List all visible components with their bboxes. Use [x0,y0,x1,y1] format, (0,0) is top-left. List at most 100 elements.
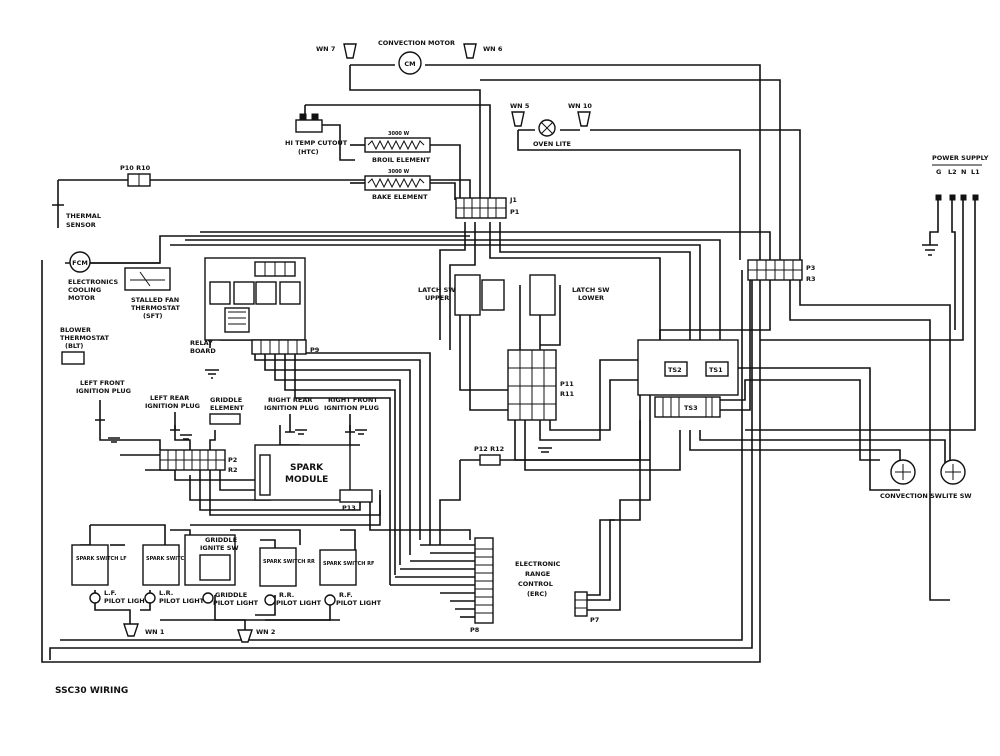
blt-symbol [61,351,85,365]
griddle-ignite-inner [199,554,231,581]
pilot-light-icon [264,594,276,606]
lf-plug-label-1: LEFT FRONT [80,379,125,387]
lf-plug-label-2: IGNITION PLUG [76,387,131,395]
ps-l1-label: L1 [971,168,980,176]
p10r10-label: P10 R10 [120,164,151,172]
lf-pilot-label-2: PILOT LIGHT [104,597,150,605]
rf-pilot-label-1: R.F. [339,591,353,599]
blower-label-1: BLOWER [60,326,91,334]
lr-plug-label-1: LEFT REAR [150,394,189,402]
spark-switch-lf-box [71,544,109,586]
pilot-light-icon [89,592,101,604]
thermal-sensor-group: P10 R10 THERMAL SENSOR [52,164,151,229]
ps-l2-label: L2 [948,168,957,176]
r3-label: R3 [806,275,816,283]
ts2-label: TS2 [668,366,682,374]
lr-pilot-label-2: PILOT LIGHT [159,597,205,605]
griddle-pilot-label-2: PILOT LIGHT [213,599,259,607]
p12-r12-connector [479,454,501,466]
j1-label: J1 [509,196,517,204]
spark-switch-lr-label: SPARK SWITCH LR [146,556,197,562]
stalled-fan-label-3: (SFT) [143,312,163,320]
p9-connector: P9 [251,339,320,355]
terminal-strip-group: TS2 TS1 TS3 [637,339,739,418]
lr-plug-label-2: IGNITION PLUG [145,402,200,410]
stalled-fan-thermostat-group: STALLED FAN THERMOSTAT (SFT) [124,267,180,320]
spark-switch-lr-box [142,544,180,586]
p2-r2-connector: P2 R2 [159,449,238,474]
ground-icon [355,429,367,435]
spark-switch-rr-box [259,547,297,587]
rf-plug-label-1: RIGHT FRONT [328,396,378,404]
electronics-label-2: COOLING [68,286,101,294]
cm-label: CM [404,60,415,68]
spark-switch-lr: SPARK SWITCH LR [142,544,197,586]
lite-sw-label: LITE SW [942,492,972,500]
p12r12-label: P12 R12 [474,445,504,453]
p13-block [339,489,373,503]
wire-nut-wn10: WN 10 [568,102,592,127]
rf-ignition-plug-icon [345,414,355,433]
spark-module-outline [254,444,351,501]
wire-nut-icon [463,43,477,59]
wire-nut-icon [511,111,525,127]
ground-icon [205,369,219,379]
lf-pilot-label-1: L.F. [104,589,117,597]
latch-upper-extra [481,279,505,311]
blower-label-2: THERMOSTAT [60,334,109,342]
broil-element-label: BROIL ELEMENT [372,156,431,164]
thermal-sensor-probe-icon [52,204,64,228]
pilot-light-icon [144,592,156,604]
ground-icon [295,429,307,435]
wiring-title: SSC30 WIRING [55,686,128,696]
griddle-element-label-2: ELEMENT [210,404,244,412]
electronics-label-3: MOTOR [68,294,95,302]
p7-connector [574,591,588,617]
latch-lower-label-1: LATCH SW [572,286,609,294]
erc-label-2: RANGE [525,570,550,578]
latch-lower-label-2: LOWER [578,294,604,302]
htc-code: (HTC) [298,148,319,156]
blower-thermostat-group: BLOWER THERMOSTAT (BLT) [60,326,109,365]
thermal-sensor-label: THERMAL [66,212,101,220]
ts3-label: TS3 [684,404,698,412]
latch-upper-label-1: LATCH SW [418,286,455,294]
wire-nut-wn2: WN 2 [237,628,275,643]
pilot-light-lr: L.R. PILOT LIGHT [144,589,205,605]
r2-label: R2 [228,466,238,474]
latch-lower-group: LATCH SW LOWER [529,274,609,316]
wire-nut-icon [237,629,253,643]
wn1-label: WN 1 [145,628,165,636]
rr-pilot-label-1: R.R. [279,591,294,599]
relay-r4 [279,281,301,305]
rf-pilot-label-2: PILOT LIGHT [336,599,382,607]
pilot-light-rr: R.R. PILOT LIGHT [264,591,322,607]
wn2-label: WN 2 [256,628,275,636]
oven-lite-group: OVEN LITE [533,119,571,148]
htc-label: HI TEMP CUTOUT [285,139,348,147]
latch-upper-group: LATCH SW UPPER [418,274,505,316]
p3-label: P3 [806,264,815,272]
rf-plug-label-2: IGNITION PLUG [324,404,379,412]
ground-icon [922,244,938,256]
rr-pilot-label-2: PILOT LIGHT [276,599,322,607]
rr-ignition-plug-icon [285,414,295,433]
p11-label: P11 [560,380,574,388]
ts1-block [705,361,729,377]
wn10-label: WN 10 [568,102,592,110]
oven-lite-label: OVEN LITE [533,140,571,148]
pilot-light-griddle: GRIDDLE PILOT LIGHT [202,591,259,607]
wire-nut-icon [343,43,357,59]
rr-plug-label-2: IGNITION PLUG [264,404,319,412]
griddle-ignite-label-2: IGNITE SW [200,544,239,552]
erc-label-4: (ERC) [527,590,547,598]
p9-label: P9 [310,346,320,354]
griddle-ignite-switch: GRIDDLE IGNITE SW [184,534,239,586]
p12-r12-group: P12 R12 [474,445,504,466]
bake-watt: 3000 W [388,169,410,175]
convection-sw-label: CONVECTION SW [880,492,942,500]
hi-temp-cutout-group: HI TEMP CUTOUT (HTC) [285,113,348,156]
griddle-element-label-1: GRIDDLE [210,396,242,404]
ground-symbols [108,369,552,453]
spark-switch-rf-label: SPARK SWITCH RF [323,561,374,567]
